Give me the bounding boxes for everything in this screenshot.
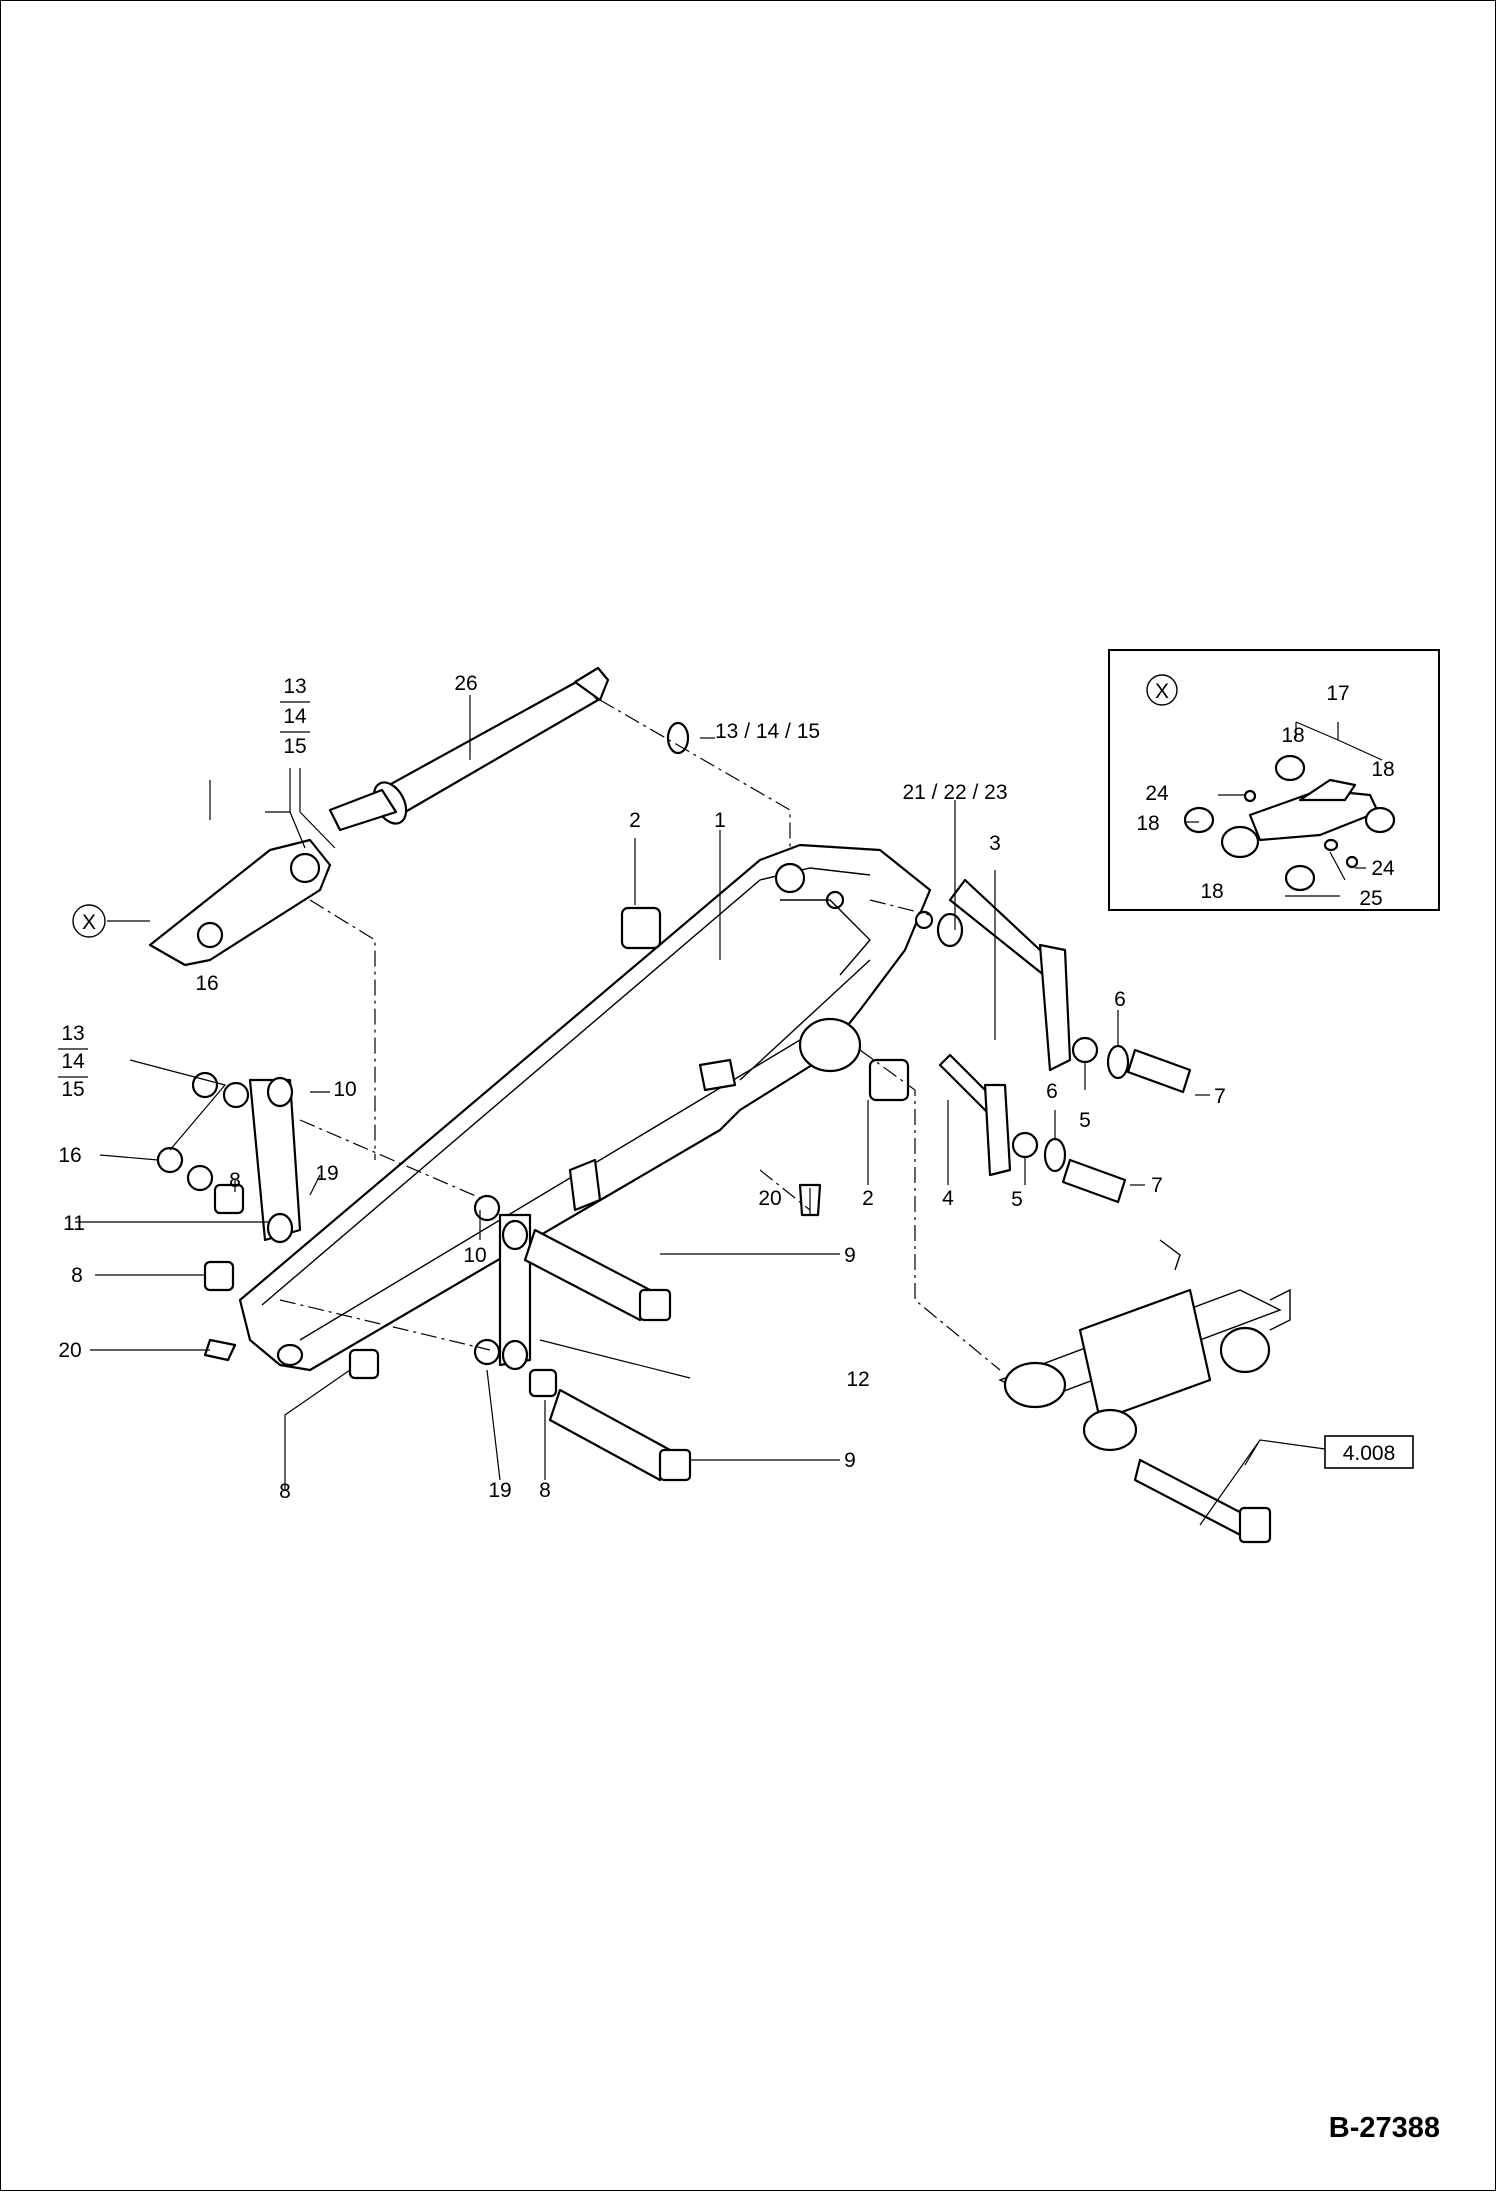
callout-24-b: 24 xyxy=(1371,857,1395,880)
detail-x-inset: X 17 18 18 18 18 24 24 25 xyxy=(1108,649,1440,911)
callout-8-d: 8 xyxy=(539,1479,551,1502)
callout-16-a: 16 xyxy=(195,972,218,995)
callout-9-a: 9 xyxy=(844,1244,856,1267)
callout-13-b: 13 xyxy=(61,1022,84,1045)
callout-9-b: 9 xyxy=(844,1449,856,1472)
callout-5-b: 5 xyxy=(1011,1188,1023,1211)
diagram-code: B-27388 xyxy=(1328,2112,1440,2144)
link-x-main xyxy=(148,838,332,967)
callout-4: 4 xyxy=(942,1187,954,1210)
cylinder-26 xyxy=(328,666,610,832)
callout-11: 11 xyxy=(63,1212,85,1235)
base-bracket xyxy=(998,1239,1291,1544)
callout-10-b: 10 xyxy=(463,1244,486,1267)
callout-8-a: 8 xyxy=(229,1169,241,1192)
callout-14: 14 xyxy=(283,705,307,728)
callout-19-a: 19 xyxy=(315,1162,338,1185)
callout-7-b: 7 xyxy=(1151,1174,1163,1197)
callout-20-b: 20 xyxy=(758,1187,781,1210)
callout-5-a: 5 xyxy=(1079,1109,1091,1132)
callout-19-b: 19 xyxy=(488,1479,511,1502)
callout-18-a: 18 xyxy=(1281,724,1304,747)
callout-6-a: 6 xyxy=(1114,988,1126,1011)
callout-10-a: 10 xyxy=(333,1078,356,1101)
left-links xyxy=(156,1071,822,1482)
callout-18-c: 18 xyxy=(1136,812,1159,835)
callout-8-c: 8 xyxy=(279,1480,291,1503)
callout-15-b: 15 xyxy=(61,1078,84,1101)
page-reference: 4.008 xyxy=(1343,1442,1396,1465)
page-reference-box xyxy=(1324,1435,1414,1469)
callout-15: 15 xyxy=(283,735,306,758)
callout-3: 3 xyxy=(989,832,1001,855)
callout-21-22-23: 21 / 22 / 23 xyxy=(902,781,1007,804)
callout-1: 1 xyxy=(714,809,726,832)
callout-6-b: 6 xyxy=(1046,1080,1058,1103)
callout-13: 13 xyxy=(283,675,306,698)
callout-2-lower: 2 xyxy=(862,1187,874,1210)
callout-12: 12 xyxy=(846,1368,869,1391)
pins-right xyxy=(620,721,1192,1204)
callout-2-upper: 2 xyxy=(629,809,641,832)
callout-26: 26 xyxy=(454,672,477,695)
callout-17: 17 xyxy=(1326,682,1349,705)
callouts-main: X 13 14 15 26 13 / 14 / 15 2 1 21 / 22 /… xyxy=(58,672,1414,1503)
callout-20-a: 20 xyxy=(58,1339,81,1362)
callout-7-a: 7 xyxy=(1214,1085,1226,1108)
axis-lines xyxy=(279,699,1001,1371)
callout-18-b: 18 xyxy=(1371,758,1394,781)
callout-13-14-15-top: 13 / 14 / 15 xyxy=(715,720,820,743)
callout-14-b: 14 xyxy=(61,1050,85,1073)
callout-25: 25 xyxy=(1359,887,1382,910)
detail-marker-inset: X xyxy=(1155,680,1169,703)
main-arm-1 xyxy=(238,843,934,1372)
callout-18-d: 18 xyxy=(1200,880,1223,903)
callout-24-a: 24 xyxy=(1145,782,1169,805)
callout-16-b: 16 xyxy=(58,1144,81,1167)
callout-8-b: 8 xyxy=(71,1264,83,1287)
leader-lines xyxy=(75,695,1326,1526)
detail-marker-main: X xyxy=(82,911,96,934)
